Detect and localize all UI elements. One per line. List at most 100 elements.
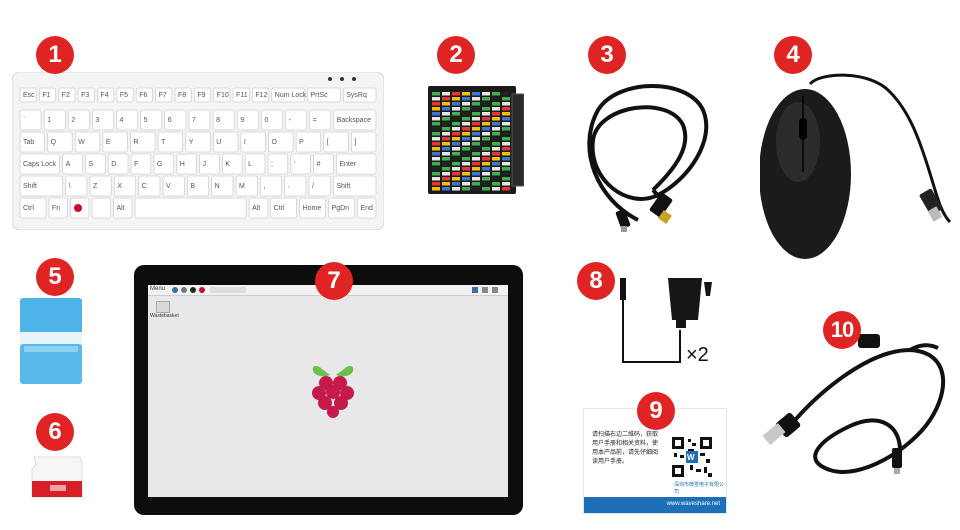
power-adapter-image: ×2 (610, 270, 720, 370)
gpio-pin-label (442, 182, 450, 186)
gpio-pin-label (492, 107, 500, 111)
gpio-pin-label (472, 92, 480, 96)
gpio-pin-label (442, 187, 450, 191)
terminal-icon (190, 287, 196, 293)
keyboard-key-label: O (272, 139, 278, 146)
keyboard-key (38, 87, 57, 103)
gpio-pin-label (482, 167, 490, 171)
gpio-pin-label (482, 102, 490, 106)
gpio-pin-label (452, 112, 460, 116)
gpio-pin-label (482, 162, 490, 166)
keyboard-key (19, 87, 37, 103)
item-number-badge-10: 10 (823, 311, 861, 349)
keyboard-key-label: PgDn (332, 205, 350, 212)
gpio-pin-label (482, 122, 490, 126)
gpio-board-icon (428, 86, 524, 194)
keyboard-key-label: C (142, 183, 147, 190)
gpio-pin-label (492, 172, 500, 176)
keyboard-key-label: 9 (240, 117, 244, 124)
keyboard-key-label: B (190, 183, 195, 190)
gpio-pin-label (452, 137, 460, 141)
gpio-pin-label (472, 167, 480, 171)
keyboard-key-label: F1 (42, 92, 50, 99)
gpio-pin-label (442, 92, 450, 96)
gpio-pin-label (432, 152, 440, 156)
keyboard-key-label: Fn (52, 205, 60, 212)
keyboard-key-label: F11 (236, 92, 248, 99)
display-bezel: Menu Wastebasket (134, 265, 523, 515)
gpio-pin-label (492, 157, 500, 161)
gpio-pin-label (482, 157, 490, 161)
keyboard-key (47, 131, 73, 153)
usb-cable-image (760, 330, 960, 500)
gpio-pin-label (472, 102, 480, 106)
gpio-pin-label (462, 112, 470, 116)
keyboard-key-label: 2 (71, 117, 75, 124)
keyboard-key-label: Q (51, 139, 57, 146)
gpio-pin-label (472, 97, 480, 101)
keyboard-key (65, 175, 88, 197)
keyboard-key-label: J (203, 161, 207, 168)
keyboard-key-label: ] (354, 139, 356, 146)
gpio-pin-label (492, 92, 500, 96)
gpio-pin-label (472, 157, 480, 161)
gpio-pin-label (502, 142, 510, 146)
gpio-pin-label (462, 117, 470, 121)
gpio-pin-label (432, 177, 440, 181)
gpio-pin-label (502, 157, 510, 161)
gpio-pin-label (502, 187, 510, 191)
gpio-pin-label (472, 137, 480, 141)
keyboard-key-label: SysRq (346, 92, 367, 99)
keyboard-key (92, 109, 114, 131)
keyboard-key (270, 197, 298, 219)
keyboard-key-label: E (106, 139, 111, 146)
gpio-pin-label (442, 102, 450, 106)
gpio-pin-label (452, 117, 460, 121)
gpio-pin-label (442, 137, 450, 141)
keyboard-key (43, 109, 66, 131)
keyboard-key-label: Y (189, 139, 194, 146)
gpio-pin-label (502, 107, 510, 111)
gpio-pin-label (462, 157, 470, 161)
keyboard-key-label: 7 (192, 117, 196, 124)
keyboard-key (333, 109, 377, 131)
gpio-pin-label (492, 97, 500, 101)
gpio-pin-label (442, 112, 450, 116)
gpio-pin-label (432, 147, 440, 151)
card-text-line: 用本产品前，请先仔细阅 (592, 450, 659, 456)
keyboard-key (116, 109, 139, 131)
gpio-pin-label (442, 177, 450, 181)
raspberry-key-icon (74, 204, 82, 212)
keyboard-key (157, 131, 184, 153)
keyboard-key (236, 109, 259, 131)
keyboard-key-label: Ctrl (23, 205, 34, 212)
keyboard-key-label: F10 (217, 92, 229, 99)
keyboard-key (140, 109, 163, 131)
keyboard-key (240, 131, 266, 153)
gpio-pin-label (452, 102, 460, 106)
keyboard-key (267, 153, 289, 175)
gpio-pin-label (452, 177, 460, 181)
keyboard-key (221, 153, 243, 175)
keyboard-key-label: ' (294, 161, 295, 168)
power-adapter-icon (620, 278, 712, 363)
keyboard-key (332, 175, 377, 197)
keyboard-key (335, 153, 377, 175)
gpio-pin-label (502, 132, 510, 136)
gpio-pin-label (432, 132, 440, 136)
gpio-pin-label (432, 102, 440, 106)
gpio-pin-label (472, 177, 480, 181)
gpio-pin-label (472, 127, 480, 131)
gpio-pin-label (442, 132, 450, 136)
item-number-badge-4: 4 (774, 36, 812, 74)
keyboard-key-label: Num Lock (275, 92, 307, 99)
gpio-pin-label (462, 152, 470, 156)
gpio-pin-label (452, 127, 460, 131)
keyboard-key-label: \ (69, 183, 71, 190)
keyboard-key (185, 131, 211, 153)
keyboard-key (19, 153, 61, 175)
keyboard-key-label: N (215, 183, 220, 190)
keyboard-key (116, 87, 134, 103)
keyboard-key (89, 175, 112, 197)
keyboard-key-label: 0 (264, 117, 268, 124)
